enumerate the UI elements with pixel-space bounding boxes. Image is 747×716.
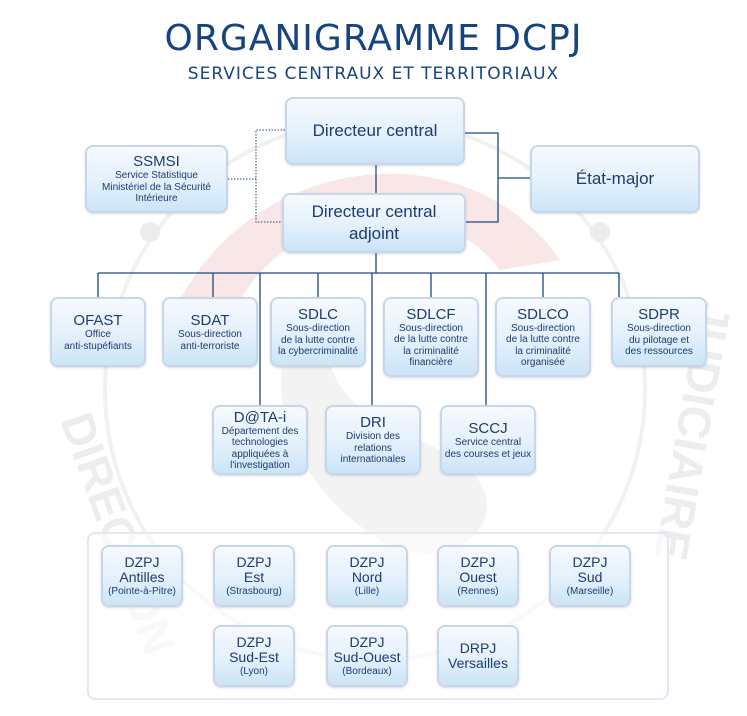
territorial-city: (Rennes) [457,585,499,597]
unit-desc: Service central [454,437,522,448]
ssmsi-desc-1: Service Statistique [115,170,198,182]
ssmsi-box: SSMSI Service Statistique Ministériel de… [85,145,228,213]
unit-desc: Office [85,329,111,340]
unit-desc: relations [354,442,392,454]
unit-desc: du pilotage et [628,334,690,346]
unit-desc: anti-stupéfiants [64,340,132,352]
territorial-city: (Marseille) [566,585,614,597]
territorial-type: DRPJ [459,640,497,656]
unit-desc: technologies [231,437,289,448]
connector-etat-major [465,132,499,223]
unit-desc: de la lutte contre [394,334,468,345]
unit-desc: Sous-direction [399,322,463,334]
territorial-type: DZPJ [124,553,160,570]
etat-major-label: État-major [575,169,655,188]
territorial-zone: Sud-Est [229,648,279,665]
unit-desc: l'investigation [230,460,290,471]
unit-box-sdat: SDAT Sous-direction anti-terroriste [162,297,258,367]
territorial-type: DZPJ [236,553,272,570]
etat-major-box: État-major [530,145,700,213]
unit-desc: la criminalité [403,345,459,357]
unit-desc: Sous-direction [627,323,691,335]
territorial-box-est: DZPJ Est (Strasbourg) [213,545,295,607]
territorial-city: (Strasbourg) [226,585,282,597]
territorial-zone: Ouest [459,568,497,585]
ssmsi-desc-3: Intérieure [135,193,178,205]
unit-desc: organisée [521,357,565,368]
territorial-box-ouest: DZPJ Ouest (Rennes) [437,545,519,607]
territorial-box-versailles: DRPJ Versailles [437,625,519,687]
ssmsi-desc-2: Ministériel de la Sécurité [102,181,211,193]
director-central-box: Directeur central [285,97,465,165]
territorial-city: (Lyon) [240,665,268,677]
unit-box-sdlc: SDLC Sous-direction de la lutte contre l… [270,297,366,367]
page-title: ORGANIGRAMME DCPJ [164,18,583,59]
deputy-director-label-2: adjoint [348,224,400,243]
unit-desc: des courses et jeux [444,448,532,460]
unit-desc: de la lutte contre [506,334,580,345]
unit-name: OFAST [73,312,123,329]
unit-desc: des ressources [625,346,693,358]
territorial-city: (Pointe-à-Pitre) [108,585,176,597]
territorial-type: DZPJ [349,553,385,570]
territorial-box-sud: DZPJ Sud (Marseille) [549,545,631,607]
territorial-zone: Est [243,568,265,585]
territorial-city: (Lille) [354,585,380,597]
unit-name: SDLC [297,306,338,324]
territorial-box-sud-est: DZPJ Sud-Est (Lyon) [213,625,295,687]
territorial-type: DZPJ [460,553,496,570]
unit-desc: Sous-direction [178,329,242,340]
unit-name: SDLCO [517,305,569,323]
deputy-director-label-1: Directeur central [311,202,437,221]
unit-desc: Département des [221,425,299,437]
territorial-type: DZPJ [349,633,385,650]
unit-box-sdlcf: SDLCF Sous-direction de la lutte contre … [383,297,479,377]
territorial-type: DZPJ [572,553,608,570]
unit-box-dri: DRI Division des relations international… [325,405,421,475]
unit-desc: la cybercriminalité [277,346,359,358]
unit-name: SDPR [638,306,680,324]
unit-name: SDAT [190,312,230,329]
territorial-box-sud-ouest: DZPJ Sud-Ouest (Bordeaux) [326,625,408,687]
territorial-zone: Sud-Ouest [333,648,401,665]
unit-desc: Sous-direction [286,323,350,335]
unit-box-sdpr: SDPR Sous-direction du pilotage et des r… [611,297,707,367]
unit-box-sdlco: SDLCO Sous-direction de la lutte contre … [495,297,591,377]
unit-box-ofast: OFAST Office anti-stupéfiants [50,297,146,367]
unit-desc: internationales [340,454,406,466]
unit-box-sccj: SCCJ Service central des courses et jeux [440,405,536,475]
deputy-director-box: Directeur central adjoint [282,193,466,253]
unit-desc: de la lutte contre [281,334,355,346]
unit-name: D@TA-i [233,408,287,426]
unit-desc: appliquées à [231,448,289,460]
territorial-box-nord: DZPJ Nord (Lille) [326,545,408,607]
connector-ssmsi-dotted [255,129,285,223]
unit-name: SDLCF [406,305,456,323]
page-subtitle: SERVICES CENTRAUX ET TERRITORIAUX [187,64,560,84]
director-central-label: Directeur central [312,121,438,140]
territorial-city: (Bordeaux) [342,665,392,677]
territorial-zone: Versailles [448,655,508,671]
unit-box-data-i: D@TA-i Département des technologies appl… [212,405,308,475]
territorial-zone: Sud [577,568,603,585]
territorial-zone: Nord [351,568,383,585]
unit-desc: Division des [346,431,400,443]
unit-desc: Sous-direction [511,322,575,334]
ssmsi-name: SSMSI [133,153,180,171]
territorial-box-antilles: DZPJ Antilles (Pointe-à-Pitre) [101,545,183,607]
unit-desc: la criminalité [515,345,571,357]
unit-desc: anti-terroriste [180,340,240,352]
territorial-zone: Antilles [119,568,165,585]
unit-name: SCCJ [468,420,508,437]
unit-name: DRI [360,414,386,432]
territorial-type: DZPJ [236,633,272,650]
unit-desc: financière [409,357,453,368]
